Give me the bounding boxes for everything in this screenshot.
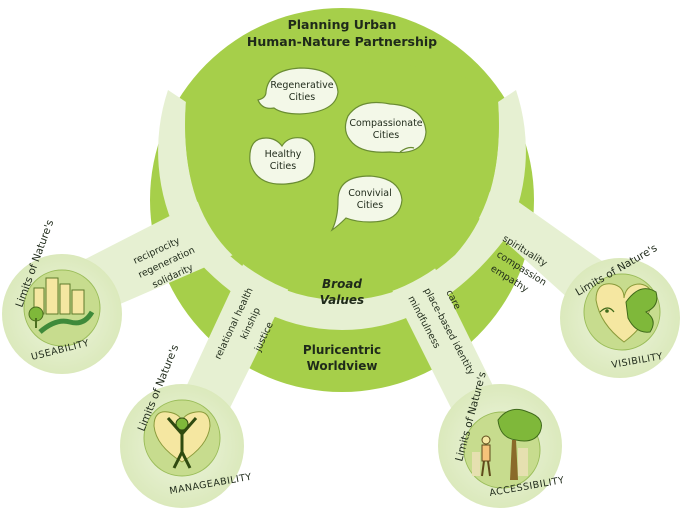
broad-values-line1: Broad <box>322 277 362 291</box>
bubble-regenerative <box>257 67 339 115</box>
person-tree-icon <box>472 408 542 480</box>
city-healthy-line1: Healthy <box>265 149 302 160</box>
city-convivial-line2: Cities <box>357 200 383 211</box>
city-healthy-line2: Cities <box>270 161 296 172</box>
limit-node-accessibility: Limits of Nature's ACCESSIBILITY <box>438 371 565 508</box>
city-compassionate-line1: Compassionate <box>349 118 422 129</box>
limit-node-visibility: Limits of Nature's VISIBILITY <box>560 242 680 378</box>
limit-node-useability: Limits of Nature's USEABILITY <box>2 218 122 374</box>
bubble-compassionate <box>344 101 427 154</box>
worldview-line1: Pluricentric <box>303 343 381 357</box>
worldview-line2: Worldview <box>307 359 378 373</box>
city-compassionate-line2: Cities <box>373 130 399 141</box>
title-line1: Planning Urban <box>288 17 397 32</box>
broad-values-line2: Values <box>320 293 364 307</box>
bubble-convivial <box>330 175 403 232</box>
city-regenerative-line2: Cities <box>289 92 315 103</box>
city-regenerative-line1: Regenerative <box>270 80 333 91</box>
bubble-healthy <box>249 137 316 185</box>
city-convivial-line1: Convivial <box>348 188 391 199</box>
title-line2: Human-Nature Partnership <box>247 34 437 49</box>
city-bubbles <box>249 67 427 232</box>
city-river-icon <box>28 277 95 334</box>
heart-butterfly-icon <box>595 283 658 343</box>
person-arms-up-icon <box>153 411 211 469</box>
